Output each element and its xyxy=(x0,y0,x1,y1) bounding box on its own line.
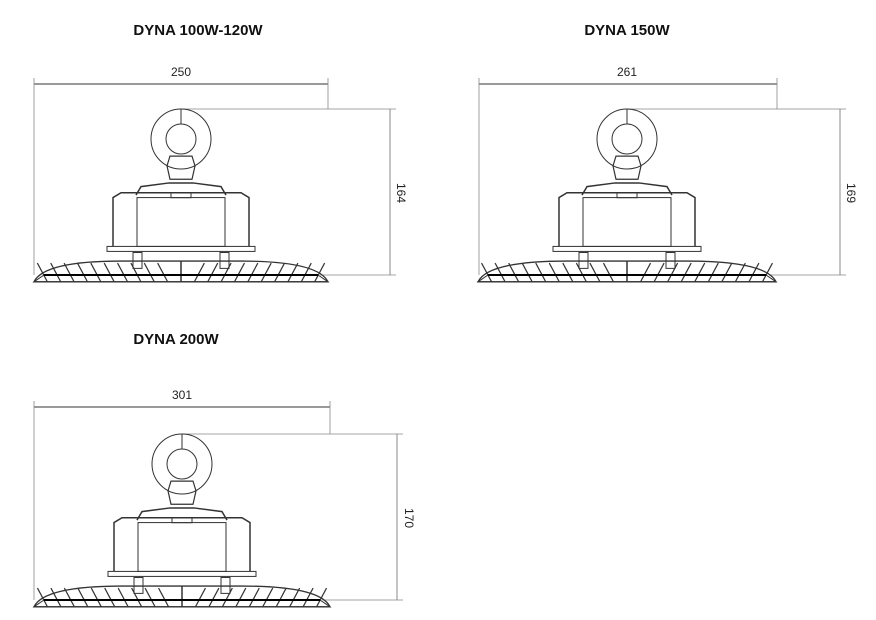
heatsink-fin xyxy=(158,587,170,608)
driver-body xyxy=(137,522,227,572)
heatsink-fin xyxy=(194,587,206,608)
heatsink-fin xyxy=(260,262,272,283)
heatsink-fin xyxy=(221,587,233,608)
cable-gland xyxy=(170,192,192,199)
heatsink-fin xyxy=(562,262,574,283)
width-dimension-label: 261 xyxy=(617,65,637,79)
height-dimension-label: 164 xyxy=(394,183,408,203)
heatsink-fin xyxy=(117,587,129,608)
driver-top xyxy=(135,182,227,196)
bolt-neck xyxy=(167,480,197,505)
heatsink-fin xyxy=(220,262,232,283)
heatsink-fin xyxy=(63,587,75,608)
width-dimension-label: 250 xyxy=(171,65,191,79)
heatsink-fin xyxy=(193,262,205,283)
driver-top xyxy=(136,507,228,521)
driver-housing xyxy=(113,516,251,572)
heatsink-fin xyxy=(535,262,547,283)
eye-bolt-hole xyxy=(165,123,197,155)
heatsink-fin xyxy=(235,587,247,608)
heatsink-fin xyxy=(287,262,299,283)
cable-gland xyxy=(616,192,638,199)
heatsink-fin xyxy=(144,587,156,608)
drawing-title: DYNA 200W xyxy=(133,331,219,348)
heatsink-fin xyxy=(76,262,88,283)
heatsink-fin xyxy=(302,587,314,608)
driver-top xyxy=(581,182,673,196)
heatsink-fin xyxy=(667,262,679,283)
heatsink-fin xyxy=(494,262,506,283)
heatsink-fin xyxy=(289,587,301,608)
driver-body xyxy=(582,197,672,247)
drawing-dyna-150w: DYNA 150W 261 169 xyxy=(476,22,858,283)
heatsink-fin xyxy=(316,587,328,608)
mounting-plate xyxy=(106,245,256,252)
height-dimension-label: 170 xyxy=(402,508,416,528)
drawing-title: DYNA 100W-120W xyxy=(133,22,263,39)
width-dimension-label: 301 xyxy=(172,388,192,402)
heatsink-fin xyxy=(314,262,326,283)
heatsink-fin xyxy=(734,262,746,283)
drawing-dyna-200w: DYNA 200W 301 170 xyxy=(32,331,416,608)
heatsink-fin xyxy=(248,587,260,608)
heatsink-fin xyxy=(521,262,533,283)
height-dimension-label: 169 xyxy=(844,183,858,203)
heatsink-fin xyxy=(63,262,75,283)
heatsink-fin xyxy=(761,262,773,283)
heatsink-fin xyxy=(274,262,286,283)
heatsink-fin xyxy=(117,262,129,283)
driver-housing xyxy=(112,191,250,247)
heatsink-fin xyxy=(640,262,652,283)
heatsink-fin xyxy=(143,262,155,283)
heatsink-fin xyxy=(508,262,520,283)
heatsink-fin xyxy=(131,587,143,608)
heatsink-fin xyxy=(90,262,102,283)
heatsink-fin xyxy=(481,262,493,283)
heatsink-fin xyxy=(247,262,259,283)
eye-bolt-hole xyxy=(611,123,643,155)
heatsink-fin xyxy=(262,587,274,608)
heatsink-fin xyxy=(50,262,62,283)
heatsink-fin xyxy=(50,587,62,608)
heatsink-fin xyxy=(721,262,733,283)
heatsink-fin xyxy=(208,587,220,608)
heatsink-fin xyxy=(90,587,102,608)
heatsink-fin xyxy=(104,587,116,608)
heatsink-fin xyxy=(207,262,219,283)
heatsink-fin xyxy=(653,262,665,283)
heatsink-fin xyxy=(602,262,614,283)
heatsink-fin xyxy=(157,262,169,283)
heatsink-fin xyxy=(36,587,48,608)
heatsink-fin xyxy=(694,262,706,283)
drawing-title: DYNA 150W xyxy=(584,22,670,39)
heatsink-fin xyxy=(36,262,48,283)
heatsink-fin xyxy=(300,262,312,283)
cable-gland xyxy=(171,517,193,524)
heatsink-fin xyxy=(130,262,142,283)
heatsink-fin xyxy=(707,262,719,283)
driver-body xyxy=(136,197,226,247)
heatsink-fin xyxy=(548,262,560,283)
heatsink-fin xyxy=(77,587,89,608)
bolt-neck xyxy=(612,155,642,180)
heatsink-fin xyxy=(589,262,601,283)
driver-housing xyxy=(558,191,696,247)
drawing-dyna-100-120w: DYNA 100W-120W 250 164 xyxy=(32,22,408,283)
bolt-neck xyxy=(166,155,196,180)
mounting-plate xyxy=(552,245,702,252)
heatsink-fin xyxy=(748,262,760,283)
heatsink-fin xyxy=(233,262,245,283)
mounting-plate xyxy=(107,570,257,577)
eye-bolt-hole xyxy=(166,448,198,480)
heatsink-fin xyxy=(103,262,115,283)
heatsink-fin xyxy=(275,587,287,608)
heatsink-fin xyxy=(680,262,692,283)
heatsink-fin xyxy=(575,262,587,283)
